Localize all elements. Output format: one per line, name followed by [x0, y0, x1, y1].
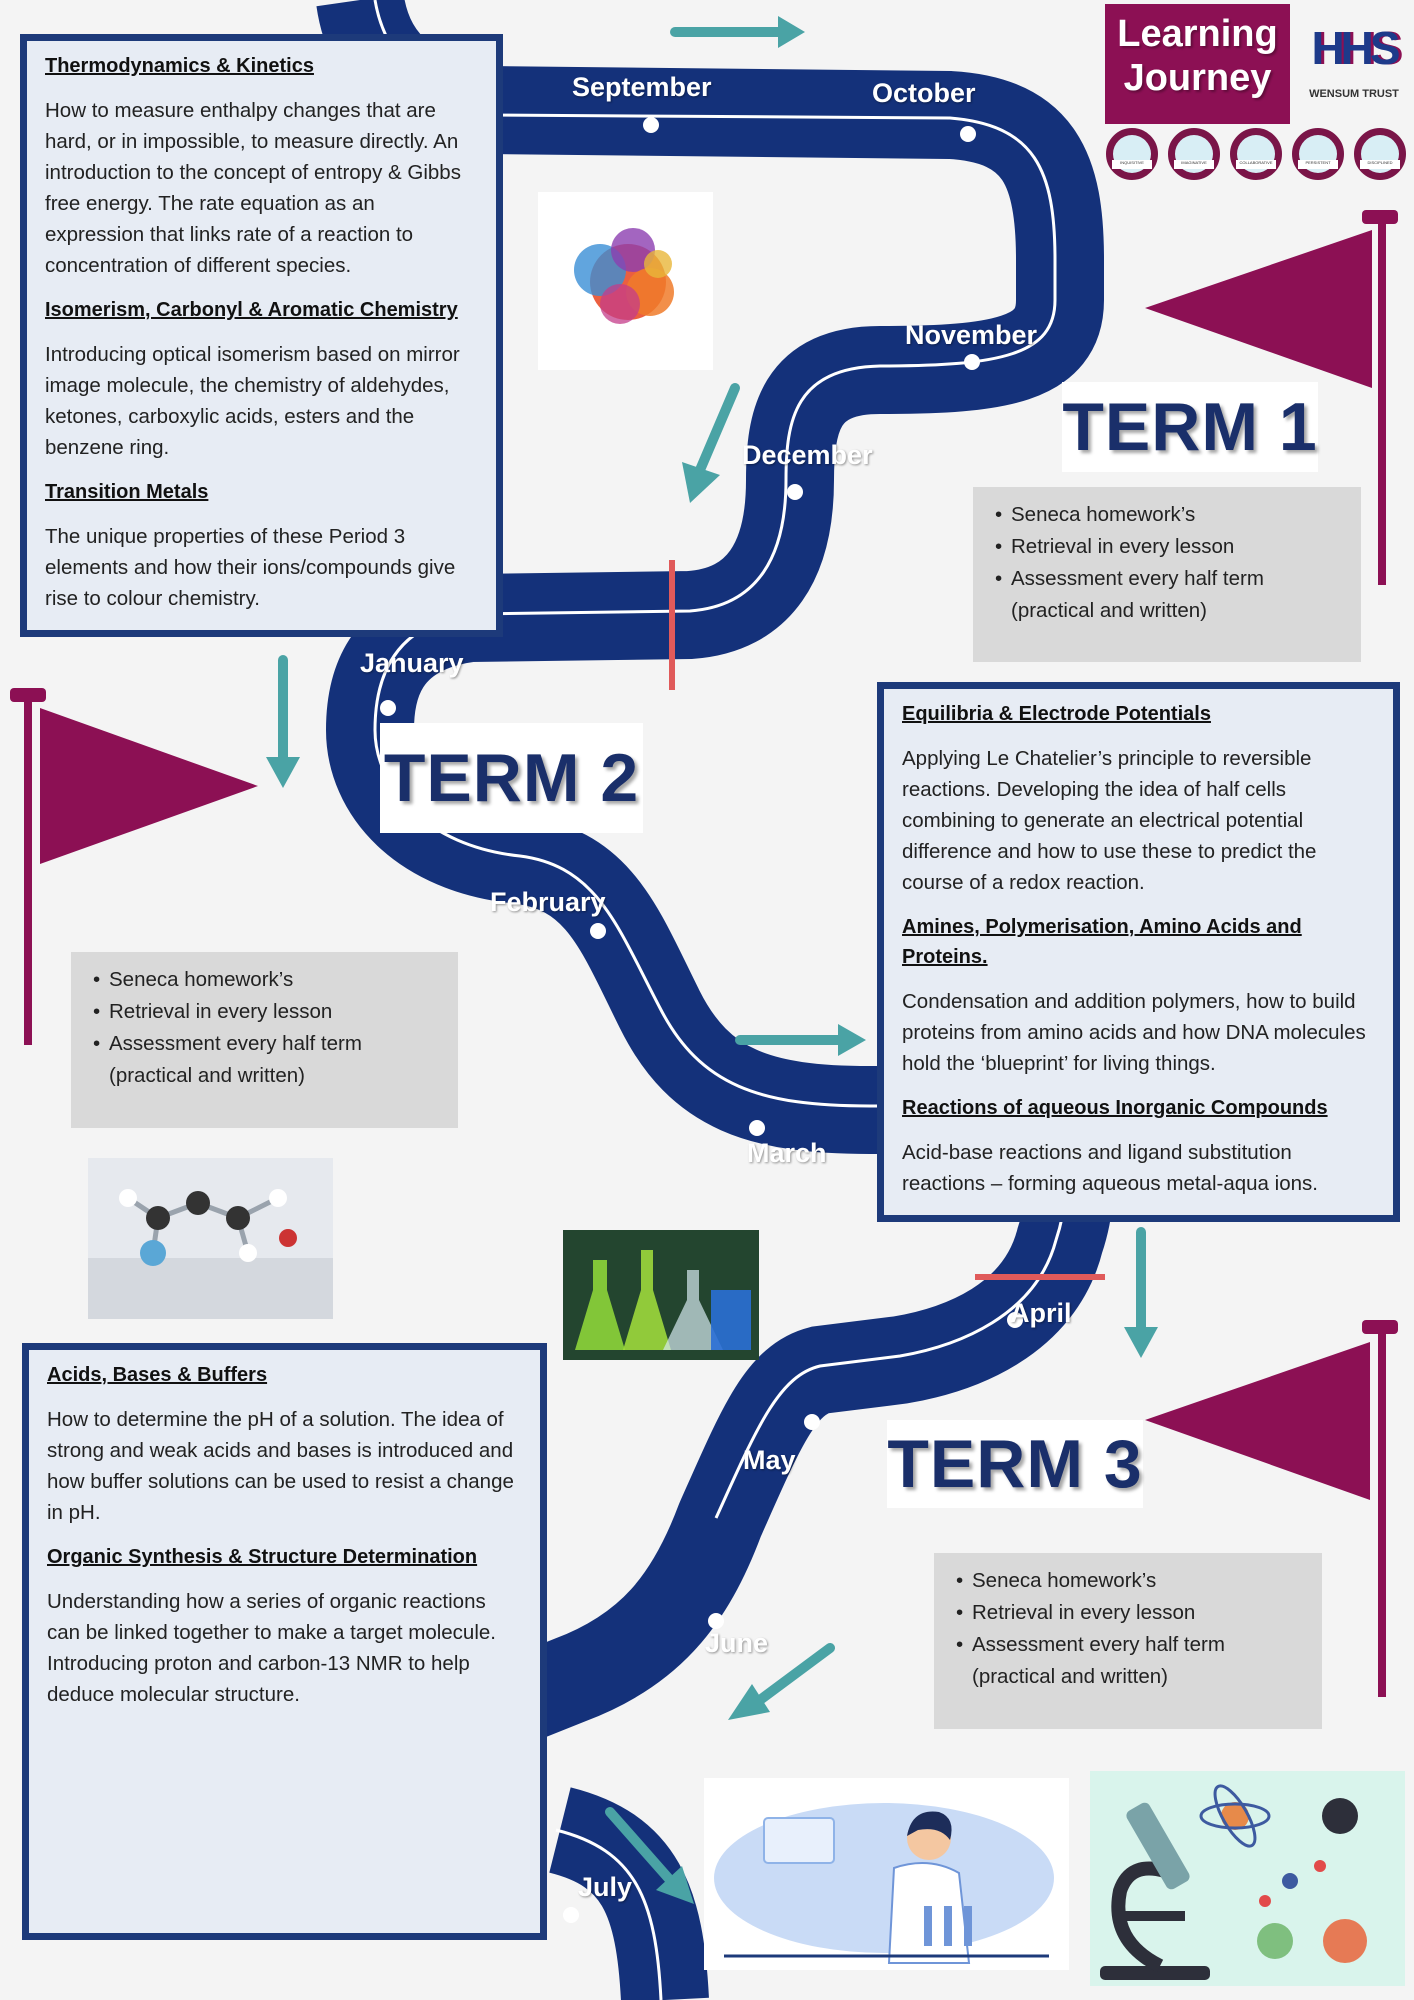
month-label-march: March	[747, 1138, 827, 1168]
month-label-february: February	[490, 887, 606, 917]
month-label-july: July	[578, 1872, 633, 1902]
topic-body: How to determine the pH of a solution. T…	[47, 1408, 514, 1524]
topic-body: The unique properties of these Period 3 …	[45, 525, 456, 610]
assessment-item: •Retrieval in every lesson	[995, 535, 1235, 558]
topic-heading: Isomerism, Carbonyl & Aromatic Chemistry	[45, 299, 458, 321]
topic-body: Applying Le Chatelier’s principle to rev…	[902, 747, 1317, 894]
term2-title: TERM 2	[380, 723, 643, 833]
badge-disciplined-icon: DISCIPLINED	[1354, 128, 1406, 180]
badge-collaborative-icon: COLLABORATIVE	[1230, 128, 1282, 180]
topic-body: Understanding how a series of organic re…	[47, 1590, 496, 1706]
road-centre-line	[373, 0, 1067, 2000]
badge-inquisitive-icon: INQUISITIVE	[1106, 128, 1158, 180]
topic-heading: Equilibria & Electrode Potentials	[902, 703, 1211, 725]
scientist-illustration	[704, 1778, 1069, 1970]
badge-persistent-icon: PERSISTENT	[1292, 128, 1344, 180]
direction-arrows	[266, 16, 1158, 1904]
term2-assessment-box: •Seneca homework’s •Retrieval in every l…	[71, 952, 458, 1128]
flag-term1	[1145, 210, 1398, 585]
assessment-item: •Assessment every half term(practical an…	[956, 1633, 1225, 1688]
month-label-january: January	[360, 648, 464, 678]
assessment-item: •Seneca homework’s	[995, 503, 1196, 526]
term1-assessment-box: •Seneca homework’s •Retrieval in every l…	[973, 487, 1361, 662]
month-label-may: May	[743, 1445, 796, 1475]
flag-term3	[1145, 1320, 1398, 1697]
month-markers	[380, 117, 1023, 1923]
term1-title: TERM 1	[1062, 382, 1318, 472]
topic-heading: Acids, Bases & Buffers	[47, 1364, 268, 1386]
month-label-april: April	[1010, 1298, 1072, 1328]
month-label-october: October	[872, 78, 976, 108]
trust-badge-letters: HHS	[1311, 22, 1400, 74]
logo-title-line2: Journey	[1123, 57, 1272, 99]
wensum-trust-logo: HHS WENSUM TRUST	[1300, 8, 1408, 123]
logo-title-line1: Learning	[1117, 13, 1278, 55]
topic-heading: Transition Metals	[45, 481, 209, 503]
microscope-illustration	[1090, 1771, 1405, 1986]
term3-title: TERM 3	[887, 1420, 1143, 1508]
month-label-september: September	[572, 72, 712, 102]
flag-term2	[10, 688, 258, 1045]
assessment-item: •Seneca homework’s	[956, 1569, 1157, 1592]
topic-body: Condensation and addition polymers, how …	[902, 990, 1366, 1075]
topic-heading: Reactions of aqueous Inorganic Compounds	[902, 1097, 1328, 1119]
assessment-item: •Retrieval in every lesson	[93, 1000, 333, 1023]
month-label-november: November	[905, 320, 1038, 350]
topic-heading: Thermodynamics & Kinetics	[45, 55, 314, 77]
term3-assessment-box: •Seneca homework’s •Retrieval in every l…	[934, 1553, 1322, 1729]
month-label-june: June	[705, 1628, 769, 1658]
topic-body: How to measure enthalpy changes that are…	[45, 99, 461, 277]
molecule-model-image	[88, 1158, 333, 1319]
topic-body: Introducing optical isomerism based on m…	[45, 343, 460, 459]
term1-topics-box: Thermodynamics & Kinetics How to measure…	[20, 34, 503, 637]
assessment-item: •Retrieval in every lesson	[956, 1601, 1196, 1624]
assessment-item: •Assessment every half term(practical an…	[93, 1032, 362, 1087]
learning-journey-logo: Learning Journey	[1105, 4, 1290, 124]
assessment-item: •Seneca homework’s	[93, 968, 294, 991]
topic-heading: Amines, Polymerisation, Amino Acids and …	[902, 916, 1302, 968]
colour-powder-image	[538, 192, 713, 370]
term2-topics-box: Equilibria & Electrode Potentials Applyi…	[877, 682, 1400, 1222]
trust-name: WENSUM TRUST	[1309, 88, 1399, 100]
term3-topics-box: Acids, Bases & Buffers How to determine …	[22, 1343, 547, 1940]
topic-body: Acid-base reactions and ligand substitut…	[902, 1141, 1318, 1195]
badge-imaginative-icon: IMAGINATIVE	[1168, 128, 1220, 180]
month-label-december: December	[742, 440, 873, 470]
assessment-item: •Assessment every half term(practical an…	[995, 567, 1264, 622]
lab-flasks-image	[563, 1230, 759, 1360]
topic-heading: Organic Synthesis & Structure Determinat…	[47, 1546, 478, 1568]
